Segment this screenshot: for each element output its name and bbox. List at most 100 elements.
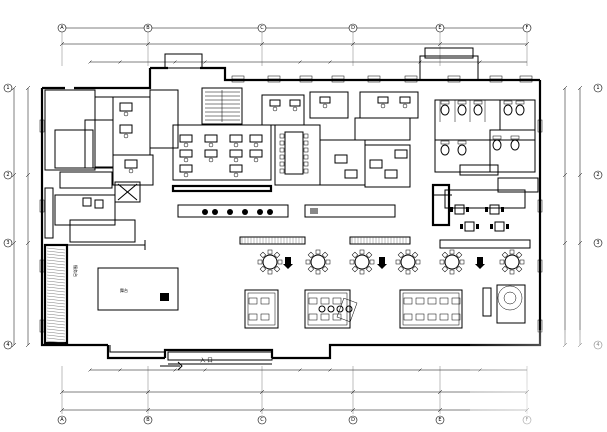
hatch-line: [46, 340, 66, 344]
booth-cushion: [308, 313, 318, 321]
left-hall: 舞台 服务台: [43, 240, 179, 345]
axis-top-D-text: D: [351, 25, 355, 31]
round-table-chair: [365, 251, 373, 259]
round-table-chair: [321, 265, 329, 273]
desk: [119, 102, 133, 112]
round-table-chair: [501, 251, 509, 259]
round-table-chair: [359, 269, 365, 275]
round-table-chair: [273, 251, 281, 259]
round-table-chair: [307, 265, 315, 273]
round-table-chair: [441, 251, 449, 259]
arrow-marker: [377, 257, 387, 269]
round-table-chair: [501, 265, 509, 273]
desk: [229, 164, 243, 173]
booth-cushion: [248, 297, 258, 305]
tick: [577, 240, 583, 246]
axis-top-A-text: A: [60, 25, 64, 31]
toilet-tank: [457, 140, 467, 145]
conference-chair: [303, 147, 309, 153]
conference-chair: [303, 161, 309, 167]
small-table-chair: [506, 224, 509, 229]
hatch-line: [46, 328, 66, 332]
booth-cushion: [439, 313, 449, 321]
toilet-bowl: [457, 104, 467, 116]
desk: [289, 99, 301, 107]
toilet-tank: [510, 135, 520, 140]
round-table-chair: [259, 251, 267, 259]
chair: [253, 142, 259, 148]
tick: [173, 60, 177, 64]
tick: [328, 60, 332, 64]
round-table-chair: [515, 265, 523, 273]
round-table-chair: [519, 259, 525, 265]
side-desk: [369, 159, 383, 169]
small-table: [489, 204, 500, 215]
conference-chair: [303, 133, 309, 139]
desk: [119, 124, 133, 134]
round-table-chair: [267, 249, 273, 255]
round-table-chair: [359, 249, 365, 255]
chair: [183, 142, 189, 148]
chair: [183, 157, 189, 163]
conference-chair: [279, 168, 285, 174]
booth-cushion: [332, 313, 342, 321]
round-table-chair: [395, 259, 401, 265]
tick: [25, 85, 31, 91]
axis-top-C-text: C: [260, 25, 264, 31]
booth-stool: [318, 305, 326, 313]
round-table-chair: [415, 259, 421, 265]
planters: [496, 284, 526, 324]
tick: [11, 85, 17, 91]
round-table-chair: [365, 265, 373, 273]
bar-stool: [202, 209, 208, 215]
hatch-line: [46, 337, 66, 341]
tick: [298, 368, 302, 372]
hatch-line: [46, 313, 66, 317]
round-table: [444, 254, 460, 270]
bar-stool: [212, 209, 218, 215]
bar-stool: [227, 209, 233, 215]
side-desk: [344, 169, 358, 179]
stage-label: 舞台: [120, 287, 128, 293]
round-table-chair: [455, 251, 463, 259]
axis-left-4-circle: [3, 340, 13, 350]
small-table-chair: [501, 207, 504, 212]
toilet-tank: [503, 100, 513, 105]
toilet-fixtures: [439, 100, 525, 156]
hatch-line: [46, 256, 66, 260]
hatch-line: [46, 325, 66, 329]
conference-chair: [303, 154, 309, 160]
tick: [173, 368, 177, 372]
toilet-tank: [515, 100, 525, 105]
side-desk: [384, 169, 398, 179]
tick: [562, 172, 568, 178]
booth-cushion: [308, 297, 318, 305]
desk: [204, 134, 218, 143]
round-table-chair: [455, 265, 463, 273]
axis-bottom-B-text: B: [146, 417, 150, 423]
dimension-lines: [13, 27, 581, 411]
axis-bottom-C-circle: [257, 415, 267, 425]
toilet-tank: [457, 100, 467, 105]
axis-left-3-circle: [3, 238, 13, 248]
toilet-tank: [473, 100, 483, 105]
axis-bottom-D-circle: [348, 415, 358, 425]
round-table: [504, 254, 520, 270]
hatch-line: [46, 292, 66, 296]
hatch-line: [46, 298, 66, 302]
service-counters: [177, 204, 531, 249]
round-table-chair: [411, 251, 419, 259]
chair: [322, 103, 328, 109]
axis-top-B-circle: [143, 23, 153, 33]
hatch-line: [46, 250, 66, 254]
tick: [478, 60, 482, 64]
desk: [179, 149, 193, 158]
axis-right-1-text: 1: [596, 85, 599, 91]
axis-top-F-circle: [522, 23, 532, 33]
axis-top-C-circle: [257, 23, 267, 33]
axis-top-F-text: F: [526, 25, 529, 31]
chair: [208, 142, 214, 148]
booth-cushion: [260, 297, 270, 305]
axis-bottom-D-text: D: [351, 417, 355, 423]
small-table: [494, 221, 505, 232]
